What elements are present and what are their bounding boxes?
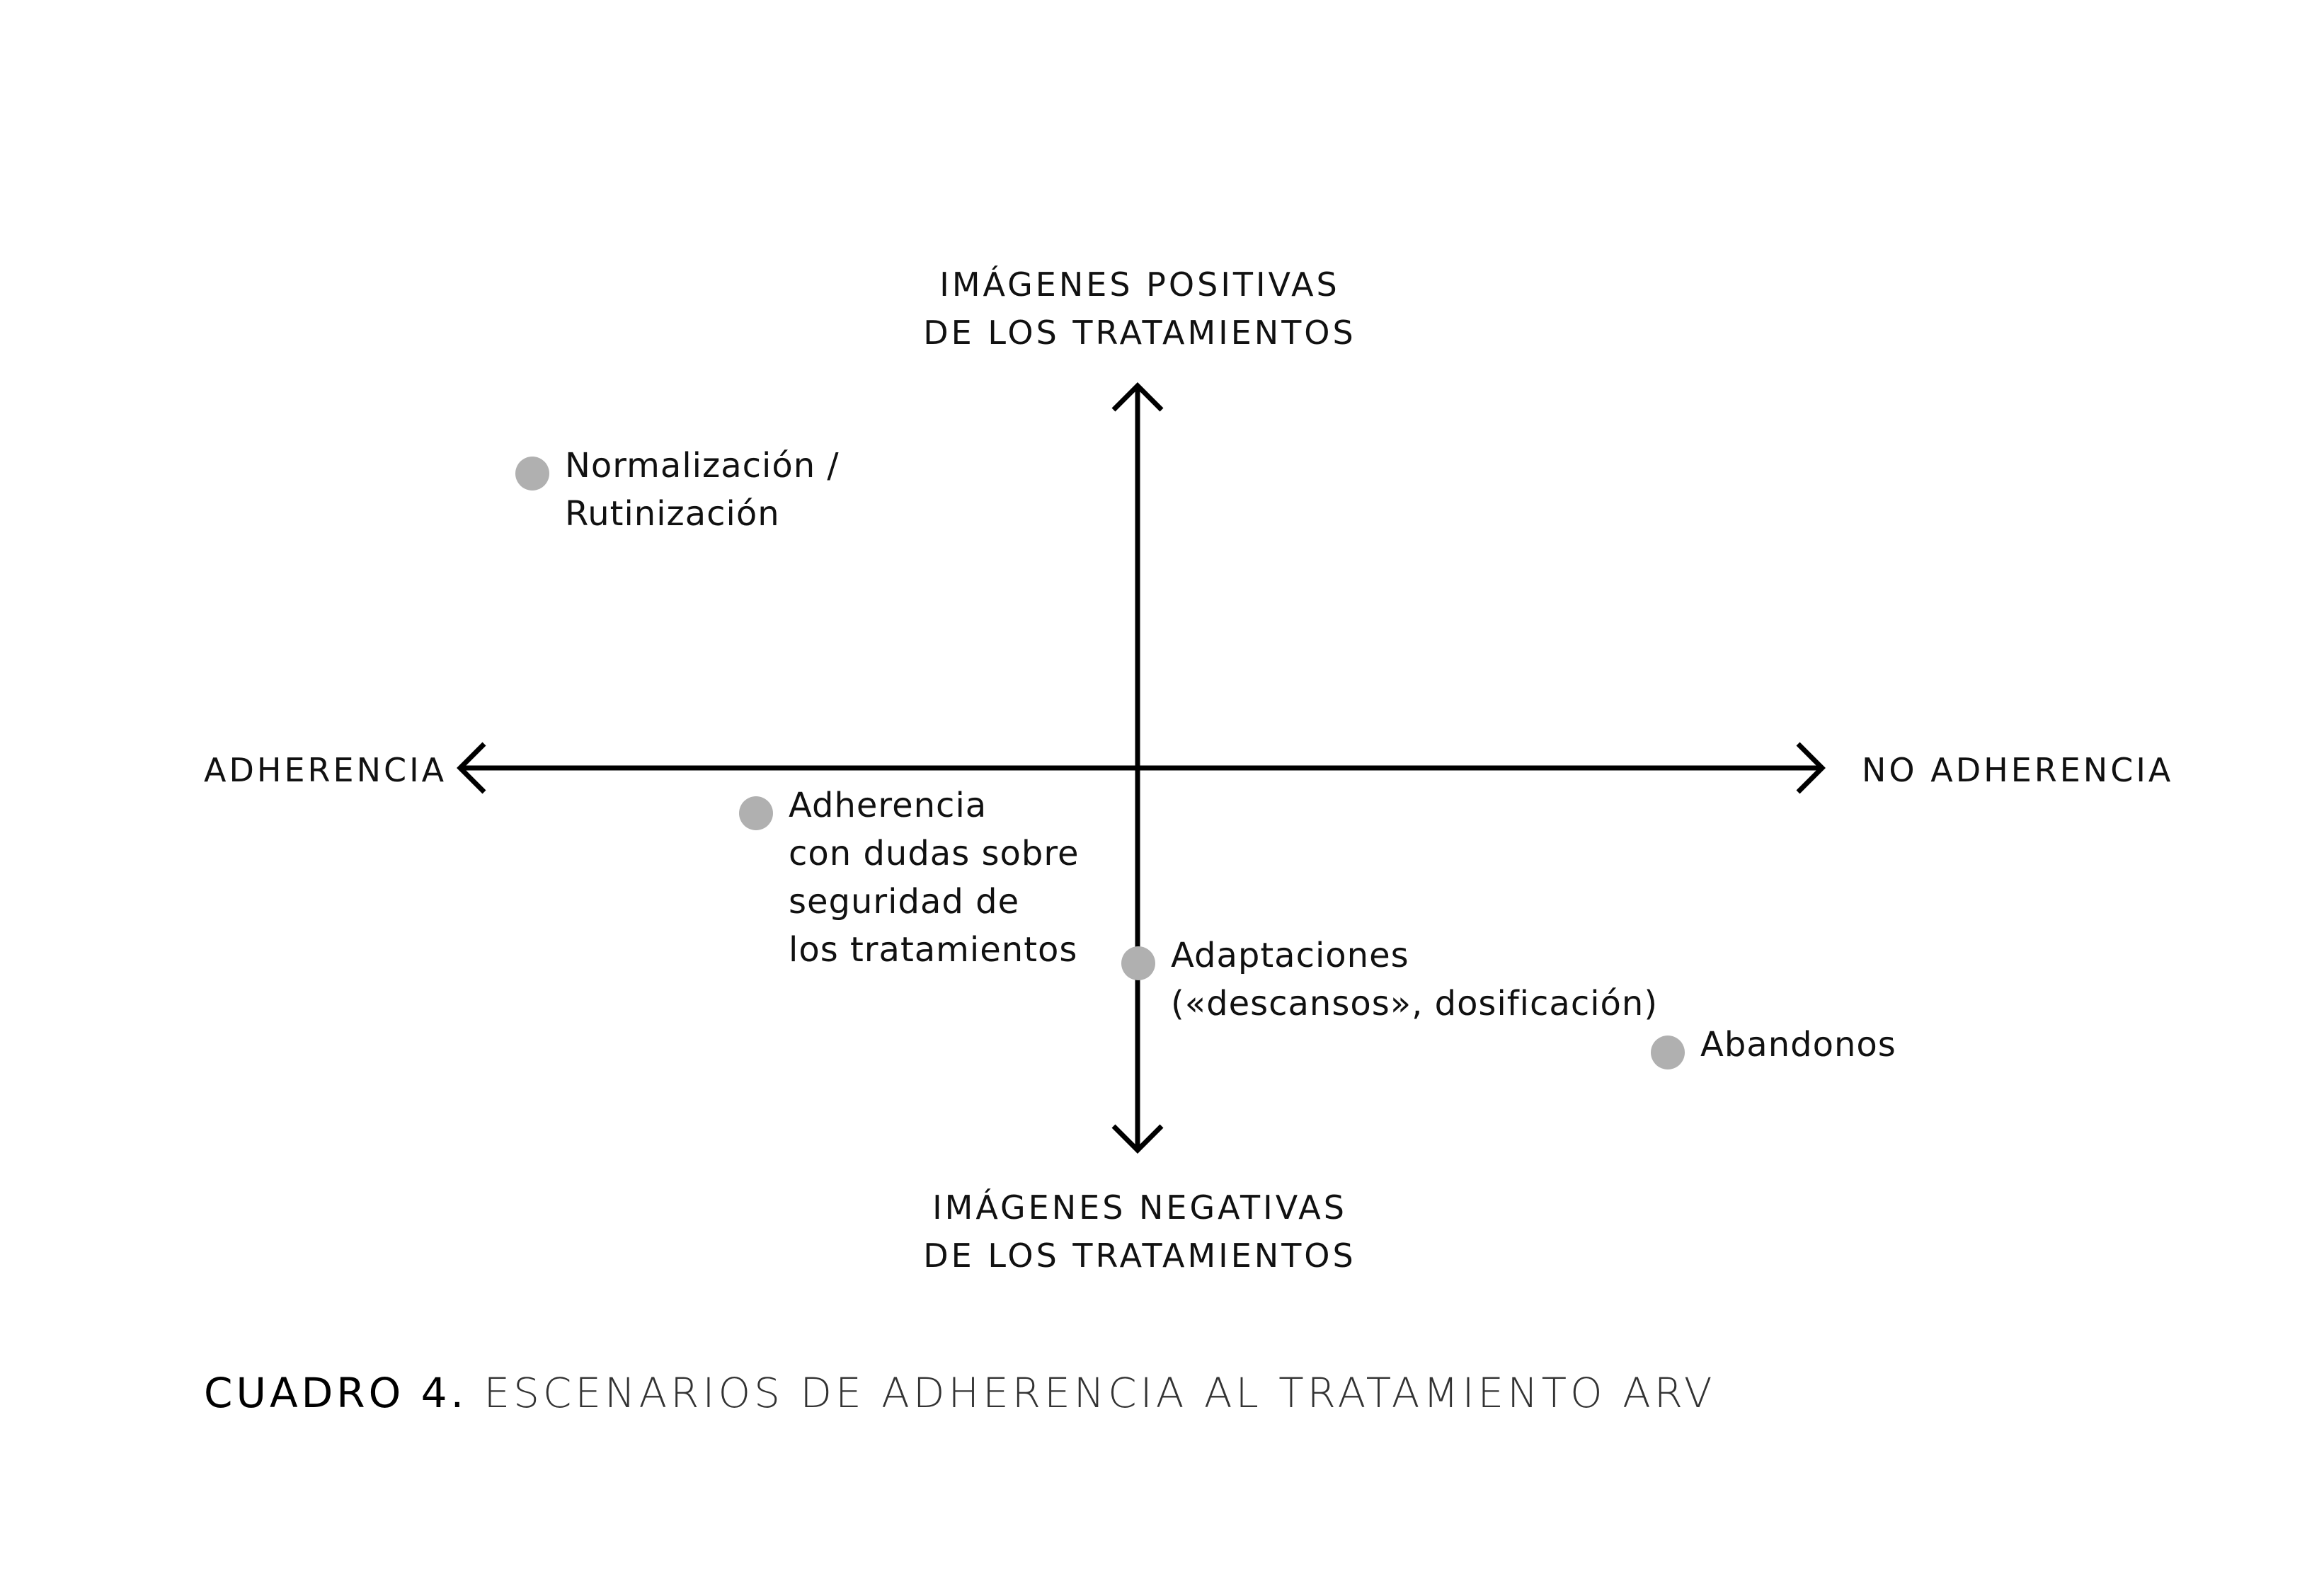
scenario-label: Adherencia con dudas sobre seguridad de …: [789, 781, 1080, 974]
axis-label-line: NO ADHERENCIA: [1862, 751, 2174, 789]
scenario-label: Abandonos: [1700, 1021, 1896, 1069]
scenario-dot: [739, 796, 773, 830]
arrow-up-icon: [1111, 382, 1164, 412]
axis-label-line: IMÁGENES POSITIVAS: [939, 265, 1340, 304]
scenario-dot: [1121, 946, 1155, 980]
scenario-label-line: Normalización /: [565, 446, 840, 486]
scenario-label-line: («descansos», dosificación): [1171, 984, 1659, 1023]
caption-title: ESCENARIOS DE ADHERENCIA AL TRATAMIENTO …: [483, 1369, 1716, 1417]
scenario-label-line: con dudas sobre: [789, 834, 1080, 873]
caption-number: CUADRO 4.: [204, 1369, 468, 1417]
scenario-dot: [1651, 1036, 1685, 1069]
axis-label-non-adherence: NO ADHERENCIA: [1862, 746, 2173, 794]
scenario-label-line: Rutinización: [565, 494, 780, 534]
axis-label-negative-images: IMÁGENES NEGATIVAS DE LOS TRATAMIENTOS: [892, 1183, 1387, 1280]
scenario-label-line: Abandonos: [1700, 1025, 1896, 1065]
scenario-label: Normalización / Rutinización: [565, 442, 840, 538]
scenario-label-line: los tratamientos: [789, 930, 1078, 970]
figure-caption: CUADRO 4. ESCENARIOS DE ADHERENCIA AL TR…: [204, 1369, 1716, 1417]
axis-label-line: DE LOS TRATAMIENTOS: [923, 314, 1356, 352]
axis-label-positive-images: IMÁGENES POSITIVAS DE LOS TRATAMIENTOS: [892, 260, 1387, 357]
scenario-normalization: Normalización / Rutinización: [515, 442, 840, 538]
arrow-down-icon: [1111, 1124, 1164, 1154]
scenario-abandonment: Abandonos: [1651, 1021, 1896, 1069]
scenario-adherence-with-doubts: Adherencia con dudas sobre seguridad de …: [739, 781, 1080, 974]
scenario-label-line: seguridad de: [789, 882, 1020, 922]
arrow-right-icon: [1796, 742, 1826, 794]
arrow-left-icon: [457, 742, 486, 794]
scenario-label-line: Adherencia: [789, 786, 988, 825]
axis-label-line: IMÁGENES NEGATIVAS: [932, 1188, 1347, 1227]
axis-label-line: DE LOS TRATAMIENTOS: [923, 1237, 1356, 1275]
scenario-adaptations: Adaptaciones («descansos», dosificación): [1121, 931, 1658, 1028]
scenario-label-line: Adaptaciones: [1171, 936, 1409, 975]
axis-label-line: ADHERENCIA: [204, 751, 447, 789]
axis-label-adherence: ADHERENCIA: [204, 746, 447, 794]
scenario-label: Adaptaciones («descansos», dosificación): [1171, 931, 1658, 1028]
scenario-dot: [515, 457, 549, 491]
